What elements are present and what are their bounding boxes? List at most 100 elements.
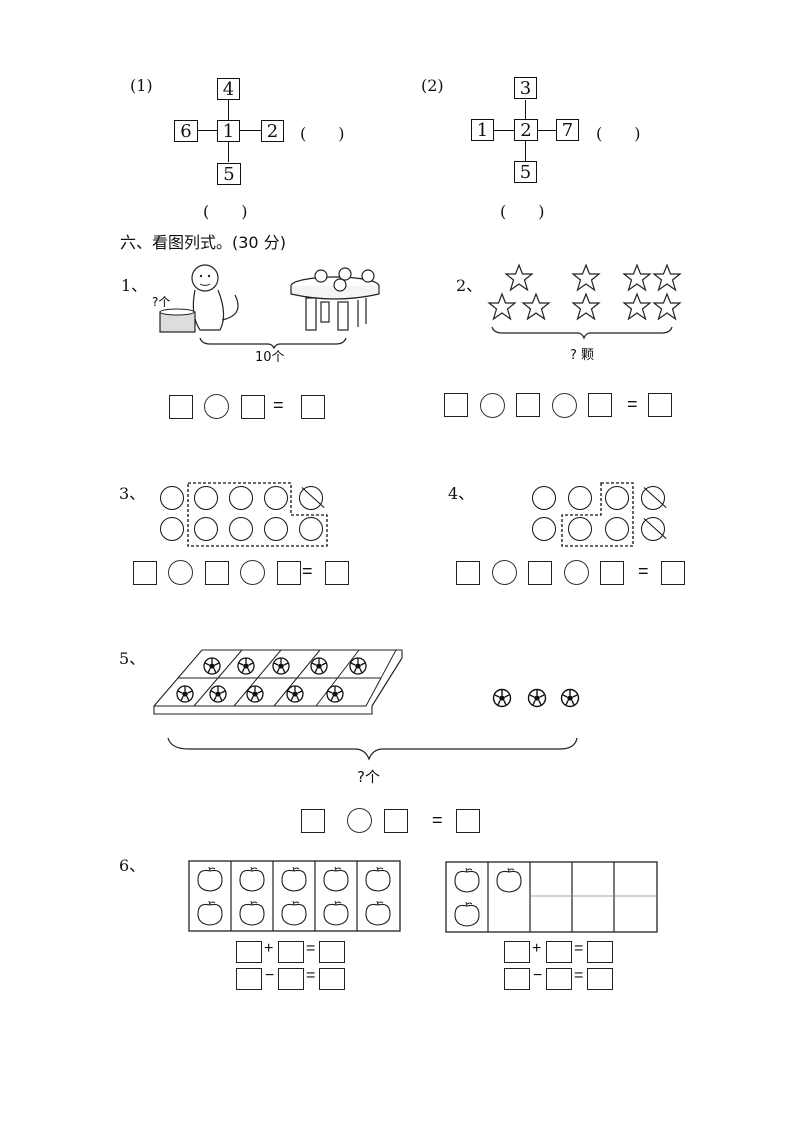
circle (568, 517, 592, 541)
answer-box[interactable] (278, 941, 304, 963)
answer-box[interactable] (587, 941, 613, 963)
extra-balls-image (492, 688, 580, 708)
equals-sign: = (574, 940, 584, 957)
answer-blank-bottom[interactable]: ( ) (203, 202, 248, 221)
circle (568, 486, 592, 510)
operator-circle[interactable] (564, 560, 589, 585)
number-box-bottom: 5 (217, 163, 241, 185)
number-box-top: 3 (514, 77, 537, 99)
plus-sign: + (532, 940, 542, 957)
operator-circle[interactable] (480, 393, 505, 418)
answer-box[interactable] (456, 561, 480, 585)
answer-box[interactable] (546, 941, 572, 963)
minus-sign: − (265, 967, 275, 984)
stars-image (488, 264, 681, 320)
equals-sign: = (302, 561, 313, 581)
equals-sign: = (306, 967, 316, 984)
apple-grid-full (188, 860, 401, 932)
answer-box[interactable] (546, 968, 572, 990)
number-box-left: 1 (471, 119, 494, 141)
problem-number: 4、 (448, 484, 475, 503)
answer-box[interactable] (325, 561, 349, 585)
brace-bracket (491, 326, 673, 340)
svg-text:?个: ?个 (152, 295, 170, 309)
minus-sign: − (533, 967, 543, 984)
crossed-circle (641, 517, 665, 541)
answer-blank-bottom[interactable]: ( ) (500, 202, 545, 221)
answer-box[interactable] (528, 561, 552, 585)
section-title: 六、看图列式。(30 分) (120, 233, 286, 252)
answer-box[interactable] (648, 393, 672, 417)
circle (264, 486, 288, 510)
crossed-circle (641, 486, 665, 510)
brace-bracket (199, 337, 347, 350)
apple-grid-partial (445, 861, 658, 933)
answer-box[interactable] (301, 809, 325, 833)
operator-circle[interactable] (240, 560, 265, 585)
answer-box[interactable] (241, 395, 265, 419)
total-label: 10个 (255, 350, 285, 365)
answer-box[interactable] (236, 941, 262, 963)
answer-box[interactable] (516, 393, 540, 417)
answer-box[interactable] (444, 393, 468, 417)
answer-box[interactable] (236, 968, 262, 990)
equals-sign: = (627, 394, 638, 414)
equals-sign: = (574, 967, 584, 984)
number-box-right: 7 (556, 119, 579, 141)
circle (532, 517, 556, 541)
circle (160, 486, 184, 510)
number-box-top: 4 (217, 78, 240, 100)
ball-tray-image (153, 649, 403, 715)
operator-circle[interactable] (168, 560, 193, 585)
circle (194, 486, 218, 510)
circle (605, 517, 629, 541)
circle (160, 517, 184, 541)
number-box-left: 6 (174, 120, 198, 142)
answer-box[interactable] (205, 561, 229, 585)
equals-sign: = (306, 940, 316, 957)
answer-blank-right[interactable]: ( ) (596, 124, 641, 143)
operator-circle[interactable] (204, 394, 229, 419)
circle (229, 517, 253, 541)
number-box-bottom: 5 (514, 161, 537, 183)
answer-box[interactable] (600, 561, 624, 585)
answer-box[interactable] (587, 968, 613, 990)
total-label: ? 颗 (570, 348, 595, 363)
dashed-group-outline (187, 482, 328, 547)
circle (229, 486, 253, 510)
answer-box[interactable] (504, 968, 530, 990)
answer-box[interactable] (456, 809, 480, 833)
monkey-with-basket-image: ?个 (152, 264, 239, 333)
answer-box[interactable] (661, 561, 685, 585)
answer-box[interactable] (301, 395, 325, 419)
dashed-group-outline (561, 482, 634, 547)
total-label: ?个 (357, 768, 380, 786)
equals-sign: = (432, 810, 443, 830)
equals-sign: = (273, 395, 284, 415)
problem-number: 1、 (121, 276, 148, 295)
brace-bracket (167, 737, 578, 761)
answer-box[interactable] (169, 395, 193, 419)
plus-sign: + (264, 940, 274, 957)
answer-box[interactable] (588, 393, 612, 417)
operator-circle[interactable] (492, 560, 517, 585)
problem-number: 2、 (456, 276, 483, 295)
number-box-center: 2 (514, 119, 538, 141)
answer-box[interactable] (319, 968, 345, 990)
answer-box[interactable] (319, 941, 345, 963)
problem-number: 3、 (119, 484, 146, 503)
answer-box[interactable] (504, 941, 530, 963)
circle (605, 486, 629, 510)
operator-circle[interactable] (552, 393, 577, 418)
answer-box[interactable] (278, 968, 304, 990)
circle (264, 517, 288, 541)
answer-box[interactable] (277, 561, 301, 585)
problem-number: 6、 (119, 856, 146, 875)
problem-label: (2) (421, 76, 444, 95)
problem-number: 5、 (119, 649, 146, 668)
operator-circle[interactable] (347, 808, 372, 833)
answer-box[interactable] (133, 561, 157, 585)
circle (532, 486, 556, 510)
answer-blank-right[interactable]: ( ) (300, 124, 345, 143)
answer-box[interactable] (384, 809, 408, 833)
